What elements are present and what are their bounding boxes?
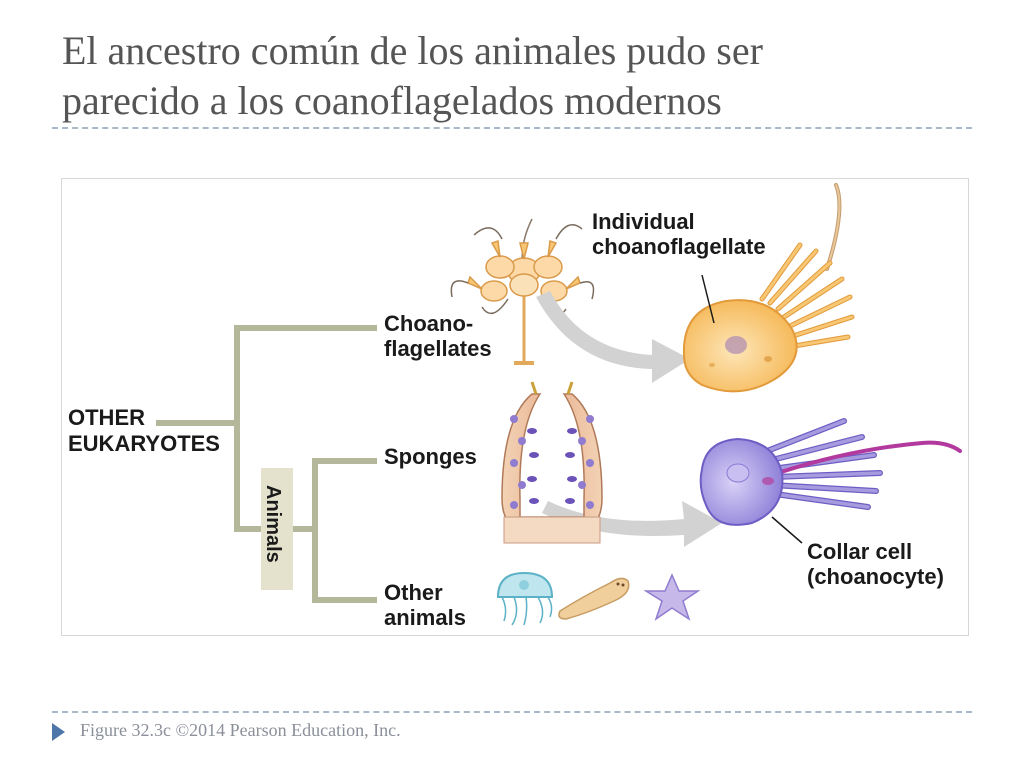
title-divider	[52, 127, 972, 129]
animals-clade-box	[261, 468, 293, 590]
collar-cell-icon	[699, 418, 962, 526]
flatworm-icon	[558, 577, 630, 620]
sea-star-icon	[643, 573, 701, 621]
figure-credit: Figure 32.3c ©2014 Pearson Education, In…	[80, 720, 401, 740]
other-eukaryotes-label: OTHER EUKARYOTES	[68, 405, 220, 456]
animals-label: Animals	[262, 485, 284, 563]
title-line-1: El ancestro común de los animales pudo s…	[62, 28, 763, 73]
individual-choanoflagellate-label: Individual choanoflagellate	[592, 209, 766, 259]
footer-arrow-icon	[52, 723, 65, 741]
arrow-to-individual-icon	[536, 291, 690, 383]
sponges-label: Sponges	[384, 444, 477, 469]
tree-branches	[156, 325, 377, 603]
slide-title: El ancestro común de los animales pudo s…	[62, 26, 992, 126]
arrow-to-collar-cell-icon	[542, 501, 722, 547]
choanoflagellates-label: Choano- flagellates	[384, 311, 492, 361]
title-line-2: parecido a los coanoflagelados modernos	[62, 78, 722, 123]
phylogeny-diagram: Animals OTHER EUKARYOTES Choano- flagell…	[68, 183, 962, 630]
collar-cell-leader-line	[771, 516, 803, 544]
other-animals-label: Other animals	[384, 580, 466, 630]
figure-panel: Animals OTHER EUKARYOTES Choano- flagell…	[61, 178, 969, 636]
individual-leader-line	[701, 274, 715, 324]
jellyfish-icon	[496, 571, 554, 626]
footer-divider	[52, 711, 972, 713]
individual-choanoflagellate-icon	[682, 183, 855, 393]
choanoflagellate-colony-icon	[450, 218, 595, 365]
sponge-cross-section-icon	[501, 381, 603, 544]
collar-cell-label: Collar cell (choanocyte)	[807, 539, 944, 589]
